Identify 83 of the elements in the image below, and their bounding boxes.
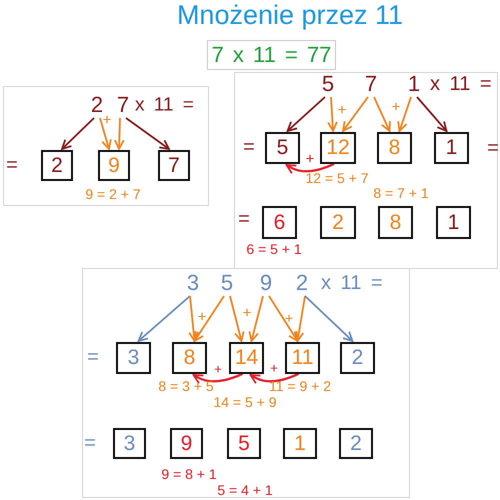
equation-note: 6 = 5 + 1 [246, 242, 302, 256]
equation-note: 5 = 4 + 1 [217, 483, 273, 497]
arrow [268, 296, 298, 342]
equation-sign: = [243, 137, 255, 157]
digit: 5 [219, 270, 235, 296]
arrow [416, 96, 448, 132]
digit: 3 [185, 270, 201, 296]
digit: 9 [258, 270, 274, 296]
equation-note: 9 = 2 + 7 [85, 187, 141, 201]
digit-box: 5 [265, 132, 300, 164]
equation-sign: = [84, 433, 96, 453]
digit-box: 11 [285, 342, 320, 374]
digit: 5 [320, 71, 336, 97]
plus-sign: + [306, 152, 314, 166]
arrow [125, 117, 170, 150]
plus-sign: + [198, 310, 206, 324]
carry-arrow [250, 372, 299, 384]
arrow [304, 295, 354, 342]
plus-sign: + [338, 102, 346, 118]
plus-sign: + [270, 362, 278, 374]
digit-box: 2 [340, 342, 375, 374]
digit-box: 9 [98, 150, 130, 181]
equation-sign: = [87, 347, 99, 367]
panel-frame [234, 72, 498, 269]
equation-sign: x 11 = [430, 74, 492, 94]
arrow [188, 296, 199, 342]
arrow [248, 296, 264, 342]
digit-box: 12 [320, 132, 356, 164]
digit: 1 [406, 71, 422, 97]
equation-sign: = [6, 155, 18, 175]
equation-sign: = [487, 138, 499, 158]
digit-box: 1 [436, 206, 471, 239]
carry-arrow [286, 162, 334, 174]
title: Mnożenie przez 11 [176, 0, 404, 31]
digit-box: 3 [116, 342, 151, 374]
arrow [327, 96, 338, 132]
digit-box: 8 [378, 206, 413, 239]
digit-box: 2 [339, 428, 373, 459]
digit-box: 8 [172, 342, 207, 374]
digit-box: 7 [158, 150, 190, 181]
equation-note: 8 = 3 + 5 [158, 379, 214, 393]
digit-box: 6 [262, 206, 297, 239]
arrow [61, 117, 95, 150]
digit-box: 8 [377, 132, 412, 164]
equation-box: 7 x 11 = 77 [207, 40, 336, 70]
arrow [294, 296, 306, 342]
digit-box: 14 [229, 342, 264, 374]
digit-box: 1 [434, 132, 469, 164]
equation-sign: x 11 = [321, 273, 383, 293]
arrow [286, 96, 326, 132]
arrow [229, 296, 244, 342]
panel-frame [3, 86, 209, 206]
equation-note: 8 = 7 + 1 [373, 186, 429, 200]
digit-box: 2 [320, 206, 356, 239]
carry-arrow [192, 372, 243, 384]
arrow [99, 118, 112, 150]
digit-box: 3 [113, 428, 146, 459]
arrow [342, 96, 369, 132]
arrow [138, 295, 191, 342]
digit: 7 [115, 92, 131, 118]
plus-sign: + [392, 100, 400, 114]
digit-box: 2 [41, 150, 73, 181]
digit: 2 [89, 92, 105, 118]
equation-note: 14 = 5 + 9 [213, 395, 277, 409]
digit-box: 1 [283, 428, 317, 459]
equation-note: 9 = 8 + 1 [161, 467, 217, 481]
equation-sign: = [238, 209, 250, 229]
equation-note: 11 = 9 + 2 [269, 379, 331, 393]
digit: 2 [294, 270, 310, 296]
plus-sign: + [242, 306, 252, 320]
plus-sign: + [102, 112, 112, 128]
equation-note: 12 = 5 + 7 [305, 171, 369, 185]
arrow [114, 118, 125, 150]
equation-sign: x 11 = [135, 96, 194, 114]
digit-box: 5 [227, 428, 261, 459]
equation-note: + [284, 311, 294, 325]
arrow [194, 296, 225, 342]
digit: 7 [363, 71, 379, 97]
plus-sign: + [214, 362, 222, 376]
arrow [373, 96, 391, 132]
digit-box: 9 [170, 428, 203, 459]
arrow [397, 96, 412, 132]
panel-frame [82, 268, 410, 498]
